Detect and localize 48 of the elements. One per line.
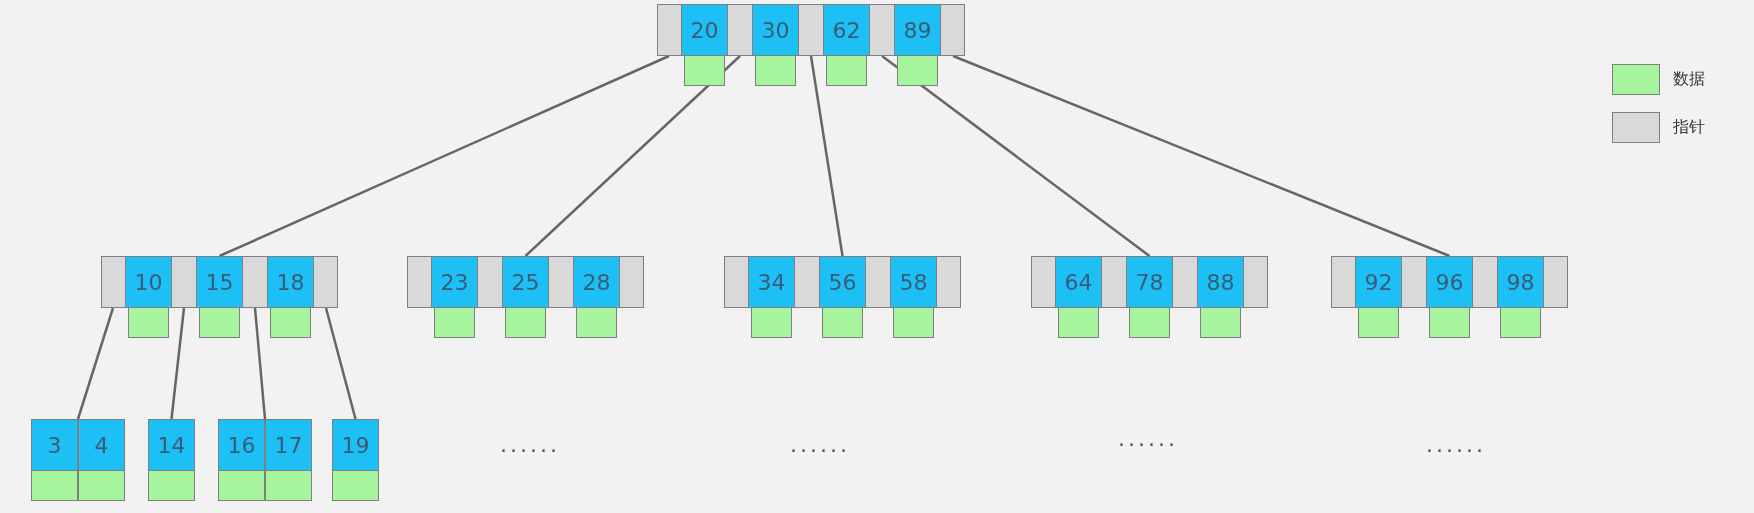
ellipsis-text: ...... bbox=[790, 432, 850, 457]
connector-line bbox=[170, 307, 186, 420]
connector-line bbox=[219, 54, 670, 258]
tree-node bbox=[657, 4, 965, 56]
tree-node bbox=[407, 256, 644, 308]
key-cell: 28 bbox=[573, 256, 620, 308]
connector-line bbox=[952, 54, 1450, 258]
tree-node bbox=[1031, 256, 1268, 308]
connector-line bbox=[524, 55, 741, 257]
connector-line bbox=[324, 307, 357, 420]
legend-label: 指针 bbox=[1673, 117, 1705, 138]
tree-node bbox=[1331, 256, 1568, 308]
ellipsis-text: ...... bbox=[500, 432, 560, 457]
ellipsis-text: ...... bbox=[1426, 432, 1486, 457]
key-cell: 64 bbox=[1055, 256, 1102, 308]
key-cell: 4 bbox=[78, 419, 125, 471]
key-cell: 14 bbox=[148, 419, 195, 471]
key-cell: 3 bbox=[31, 419, 78, 471]
key-cell: 58 bbox=[890, 256, 937, 308]
connector-line bbox=[881, 55, 1151, 257]
tree-node bbox=[101, 256, 338, 308]
key-cell: 98 bbox=[1497, 256, 1544, 308]
key-cell: 15 bbox=[196, 256, 243, 308]
key-cell: 16 bbox=[218, 419, 265, 471]
key-cell: 89 bbox=[894, 4, 941, 56]
key-cell: 23 bbox=[431, 256, 478, 308]
tree-node bbox=[724, 256, 961, 308]
key-cell: 34 bbox=[748, 256, 795, 308]
key-cell: 18 bbox=[267, 256, 314, 308]
connector-line bbox=[253, 307, 267, 420]
key-cell: 17 bbox=[265, 419, 312, 471]
key-cell: 56 bbox=[819, 256, 866, 308]
connector-line bbox=[809, 55, 844, 257]
tree-node bbox=[218, 419, 312, 471]
ellipsis-text: ...... bbox=[1118, 426, 1178, 451]
key-cell: 92 bbox=[1355, 256, 1402, 308]
key-cell: 78 bbox=[1126, 256, 1173, 308]
key-cell: 96 bbox=[1426, 256, 1473, 308]
key-cell: 88 bbox=[1197, 256, 1244, 308]
connector-line bbox=[76, 307, 115, 420]
key-cell: 62 bbox=[823, 4, 870, 56]
key-cell: 30 bbox=[752, 4, 799, 56]
key-cell: 10 bbox=[125, 256, 172, 308]
legend-label: 数据 bbox=[1673, 69, 1705, 90]
tree-node bbox=[31, 419, 125, 471]
key-cell: 19 bbox=[332, 419, 379, 471]
key-cell: 20 bbox=[681, 4, 728, 56]
key-cell: 25 bbox=[502, 256, 549, 308]
